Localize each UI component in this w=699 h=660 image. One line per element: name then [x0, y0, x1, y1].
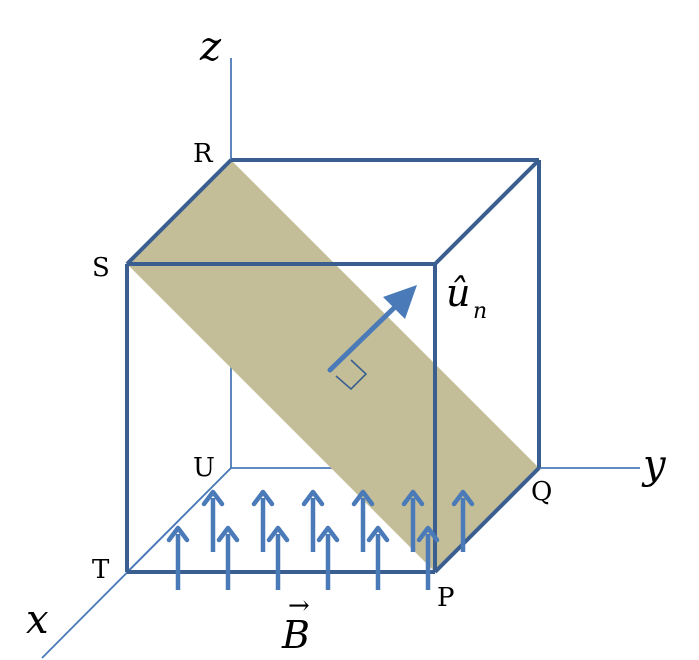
axis-label-y: y — [641, 442, 667, 488]
normal-vector-shaft — [327, 303, 399, 373]
field-arrow-head — [266, 525, 290, 543]
edge-PQ — [433, 466, 541, 574]
field-arrow-head — [166, 525, 190, 543]
vertex-label-R: R — [193, 139, 214, 169]
field-arrow-head — [201, 489, 225, 507]
field-arrow-head — [366, 525, 390, 543]
edge-SR — [125, 158, 233, 266]
axis-label-x: x — [26, 597, 49, 643]
hidden-edges — [126, 467, 232, 573]
normal-vector-head — [383, 285, 417, 319]
field-vector-symbol: B — [281, 613, 310, 657]
axis-labels: z y x — [26, 24, 667, 643]
field-arrow-head — [451, 489, 475, 507]
field-arrow-head — [216, 525, 240, 543]
vertex-label-Q: Q — [531, 477, 552, 507]
field-arrow-head — [301, 489, 325, 507]
vertex-label-U: U — [193, 453, 215, 483]
right-angle-marker — [335, 359, 368, 391]
normal-vector — [327, 285, 417, 391]
axis-label-z: z — [199, 24, 222, 70]
field-arrow-head — [251, 489, 275, 507]
field-arrow-head — [351, 489, 375, 507]
field-arrow-head — [401, 489, 425, 507]
field-vector-arrow-mark: → — [288, 591, 310, 621]
vertex-label-S: S — [92, 253, 110, 283]
field-arrow-head — [316, 525, 340, 543]
normal-vector-subscript: n — [473, 299, 487, 324]
vertex-label-P: P — [437, 583, 455, 613]
normal-vector-symbol: û — [446, 271, 470, 315]
cube-edges — [125, 158, 541, 574]
field-arrows — [166, 489, 475, 590]
hidden-edge-UT — [126, 467, 232, 573]
edge-fronttop-topright — [433, 158, 541, 266]
vector-labels: û n B → — [281, 271, 487, 657]
field-arrow-head — [416, 525, 440, 543]
vertex-labels: R S U T P Q — [92, 139, 552, 613]
vertex-label-T: T — [92, 555, 110, 585]
